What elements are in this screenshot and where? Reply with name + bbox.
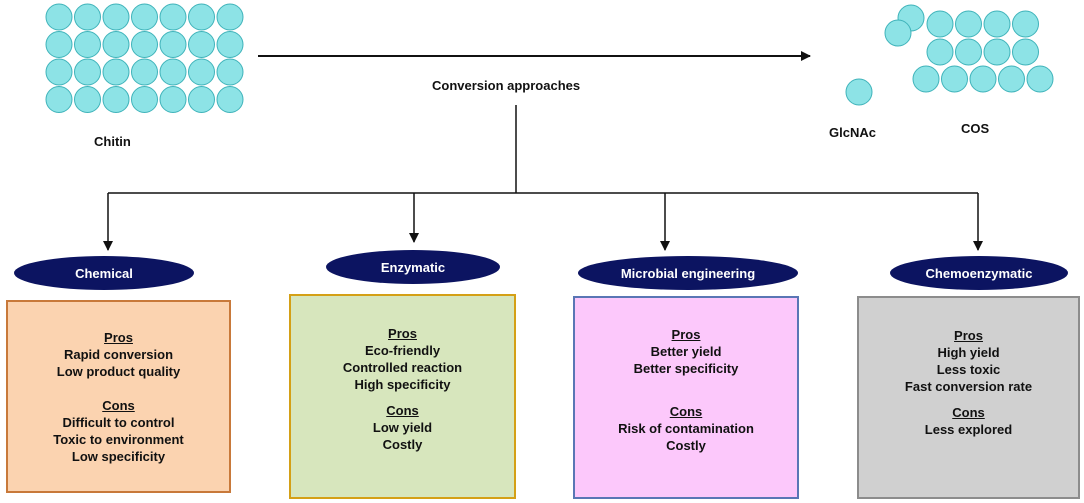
cos-bead (969, 65, 997, 93)
chitin-bead (102, 3, 130, 31)
con-item: Toxic to environment (53, 432, 184, 447)
chitin-bead (131, 31, 158, 58)
cos-bead (998, 65, 1025, 93)
chitin-bead-cluster (45, 3, 244, 113)
chitin-bead (159, 31, 187, 58)
pro-item: Fast conversion rate (904, 379, 1033, 394)
pro-item: Eco-friendly (364, 343, 441, 358)
conversion-label: Conversion approaches (432, 78, 581, 93)
cos-bead (955, 10, 982, 38)
pros-heading: Pros (388, 326, 417, 341)
approach-enzymatic-label: Enzymatic (326, 250, 500, 284)
chitin-bead (74, 3, 101, 31)
approach-chemical-label: Chemical (14, 256, 194, 290)
cos-bead (983, 10, 1011, 38)
chitin-bead (102, 31, 130, 58)
cos-bead (926, 38, 954, 66)
pros-heading: Pros (104, 330, 133, 345)
glcnac-bead (845, 78, 873, 106)
chitin-bead (74, 58, 101, 86)
chitin-bead (188, 3, 215, 31)
pro-item: High specificity (354, 377, 451, 392)
pro-item: Rapid conversion (63, 347, 174, 362)
chitin-label: Chitin (94, 134, 131, 149)
chitin-bead (216, 31, 244, 58)
approach-chemoenzymatic-box: Pros High yield Less toxic Fast conversi… (857, 296, 1080, 499)
cons-heading: Cons (386, 403, 419, 418)
con-item: Less explored (924, 422, 1013, 437)
chitin-bead (131, 58, 158, 86)
cos-bead (1026, 65, 1054, 93)
chitin-bead (45, 3, 73, 31)
cos-bead (983, 38, 1011, 66)
cos-label: COS (961, 121, 990, 136)
chitin-bead (74, 31, 101, 58)
cos-bead (955, 38, 982, 66)
approach-enzymatic-box: Pros Eco-friendly Controlled reaction Hi… (289, 294, 516, 499)
cons-heading: Cons (952, 405, 985, 420)
cos-bead (1012, 38, 1039, 66)
chitin-bead (159, 58, 187, 86)
glcnac-bead (845, 78, 873, 106)
con-item: Difficult to control (62, 415, 175, 430)
approach-chemoenzymatic-label: Chemoenzymatic (890, 256, 1068, 290)
chitin-bead (216, 58, 244, 86)
chitin-bead (159, 86, 187, 113)
cos-bead (912, 65, 940, 93)
chitin-bead (102, 58, 130, 86)
approach-microbial-box: Pros Better yield Better specificity Con… (573, 296, 799, 499)
pro-item: Less toxic (936, 362, 1001, 377)
glcnac-label: GlcNAc (829, 125, 876, 140)
cos-bead (884, 19, 912, 47)
cos-bead (941, 65, 968, 93)
con-item: Costly (382, 437, 423, 452)
pro-item: High yield (937, 345, 1000, 360)
pro-item: Controlled reaction (342, 360, 463, 375)
chitin-bead (216, 86, 244, 113)
con-item: Low specificity (71, 449, 166, 464)
chitin-bead (188, 86, 215, 113)
chitin-bead (188, 58, 215, 86)
pros-heading: Pros (671, 327, 701, 342)
con-item: Low yield (372, 420, 433, 435)
cons-heading: Cons (669, 404, 703, 419)
chitin-bead (131, 3, 158, 31)
cos-bead (926, 10, 954, 38)
cons-heading: Cons (102, 398, 135, 413)
cos-bead (1012, 10, 1039, 38)
con-item: Costly (666, 438, 706, 453)
pro-item: Low product quality (56, 364, 181, 379)
pro-item: Better yield (650, 344, 722, 359)
pro-item: Better specificity (633, 361, 739, 376)
chitin-bead (188, 31, 215, 58)
chitin-bead (159, 3, 187, 31)
chitin-bead (45, 86, 73, 113)
chitin-bead (45, 31, 73, 58)
chitin-bead (74, 86, 101, 113)
approach-chemical-box: Pros Rapid conversion Low product qualit… (6, 300, 231, 493)
pros-heading: Pros (954, 328, 983, 343)
approach-microbial-label: Microbial engineering (578, 256, 798, 290)
con-item: Risk of contamination (618, 421, 754, 436)
chitin-bead (102, 86, 130, 113)
chitin-bead (45, 58, 73, 86)
chitin-bead (216, 3, 244, 31)
cos-bead-cluster (884, 4, 1054, 93)
chitin-bead (131, 86, 158, 113)
